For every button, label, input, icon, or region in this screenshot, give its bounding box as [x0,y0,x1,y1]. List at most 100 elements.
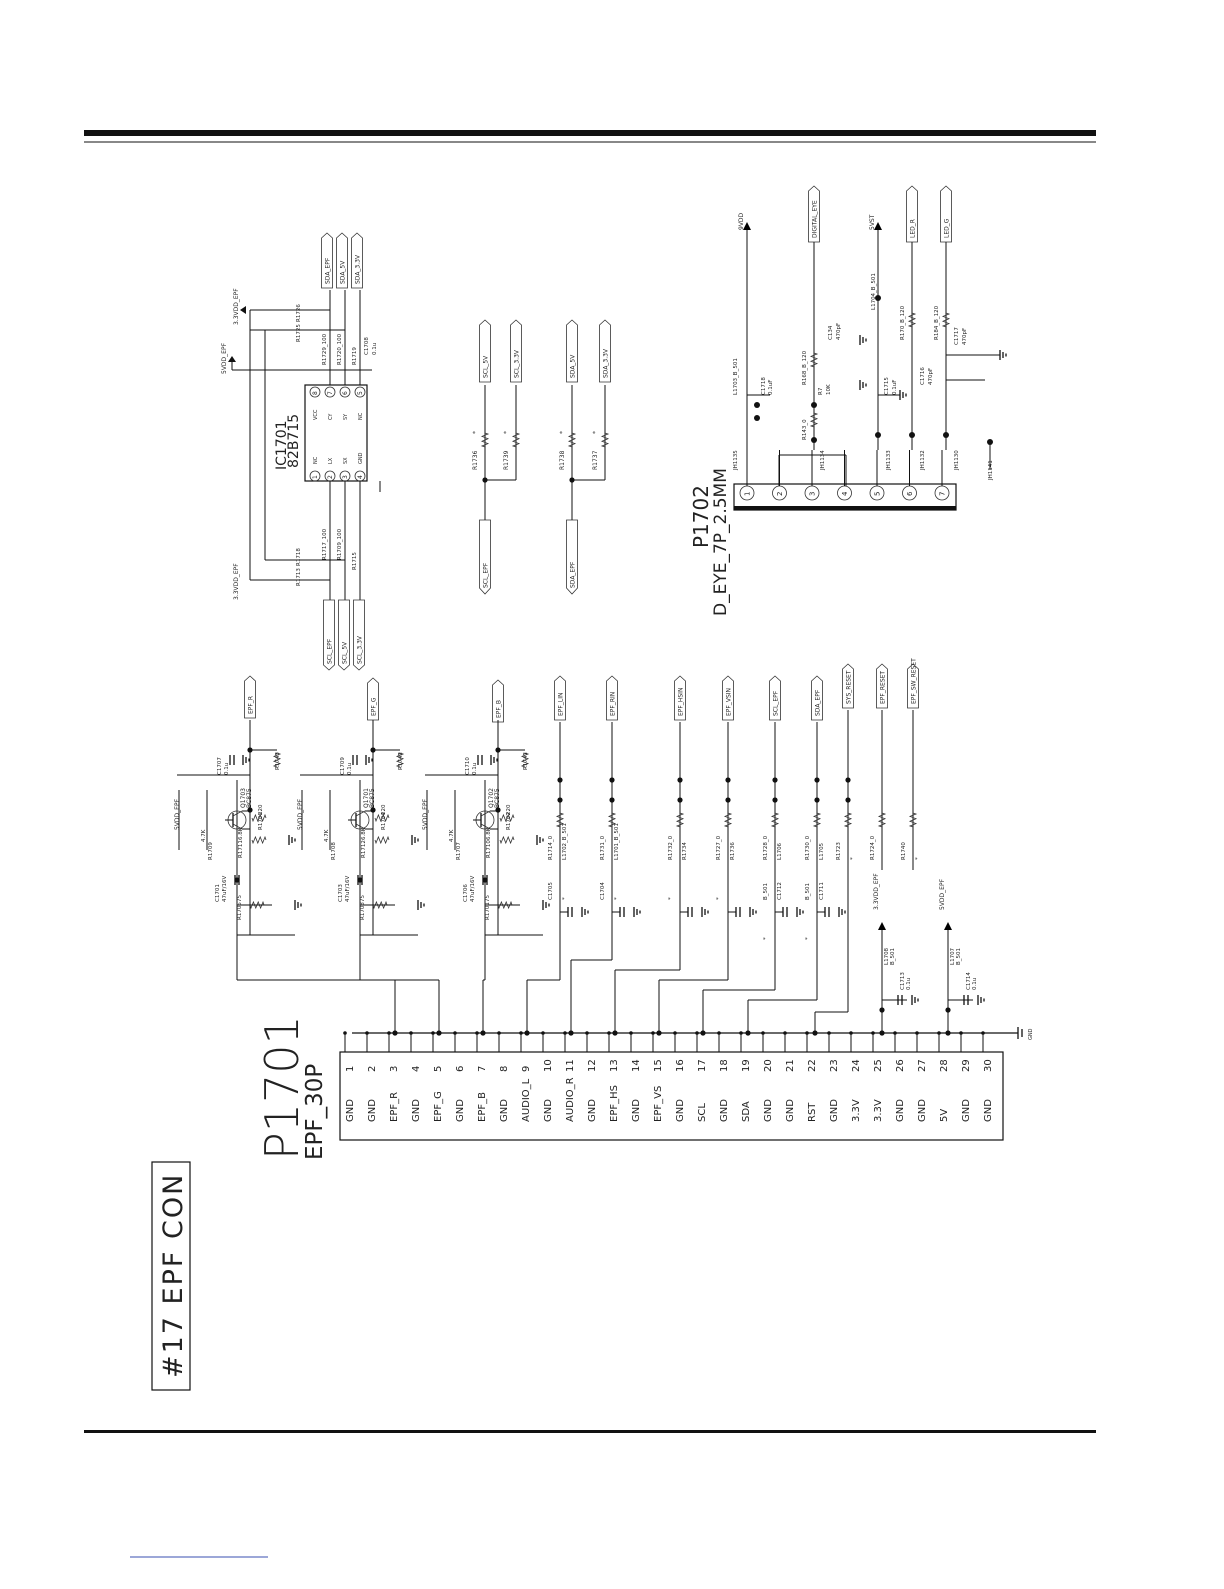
ic1701-r-top3: R1729_100 [322,333,328,365]
bus-to-tag [510,319,522,383]
supply-arrow [743,222,751,230]
net-tag-label: SCL_3.3V [514,349,521,378]
net-tag-label: EPF_RIN [610,692,617,716]
net-tag-label: EPF_R [248,696,255,714]
p1701-pin-number: 26 [895,1059,906,1072]
ic-pin-number: 5 [357,391,364,395]
junction-dot [909,432,915,438]
p1702-net-label: 5VST [869,214,876,230]
bus-resistor-value: * [592,431,599,434]
junction-dot [739,1031,743,1035]
wire [480,823,491,830]
resistor-value: 6.8K [361,827,367,840]
signal-part-label: R1730_0 [805,835,811,860]
p1701-pin-name: GND [345,1099,356,1122]
p1701-pin-number: 12 [587,1059,598,1072]
junction-dot [612,1030,618,1036]
junction-dot [357,877,363,883]
p1702-part-label: 470pF [836,323,842,340]
cap-ref: C1703 [338,884,344,902]
p1701-pin-name: GND [983,1099,994,1122]
p1702-pin-number: 6 [906,491,914,496]
net-tag-label: EPF_RESET [880,671,887,704]
junction-dot [805,1031,809,1035]
p1701-pin-number: 13 [609,1059,620,1072]
junction-dot [609,777,615,783]
ic-pin-number: 3 [342,475,349,479]
junction-dot [495,807,501,813]
junction-dot [656,1030,662,1036]
cap-value: 0.1u [906,978,912,990]
p1701-pins: 1GND2GND3EPF_R4GND5EPF_G6GND7EPF_B8GND9A… [343,1031,994,1122]
bus-from-tag [566,519,578,595]
resistor-symbol [520,752,530,768]
p1701-pin-number: 6 [455,1066,466,1072]
junction-dot [814,777,820,783]
signal-tag [769,675,781,721]
signal-part-label: L1706 [777,842,783,860]
ic1701-r-bot2: R1713 [296,568,302,586]
junction-dot [783,1031,787,1035]
bus-resistor-value: * [472,431,479,434]
p1701-pin-name: GND [367,1099,378,1122]
inductor-value: B_501 [890,948,896,965]
net-tag-label: SDA_EPF [325,257,332,284]
junction-dot [343,1031,347,1035]
ic1701-r-bot3: R1717_100 [322,528,328,560]
p1702-part-label: 470pF [928,368,934,385]
ic-pin-number: 8 [312,391,319,395]
junction-dot [609,797,615,803]
junction-dot [482,477,488,483]
p1701-pin-name: EPF_HS [609,1085,620,1122]
ic-net-bottom-tag [323,599,335,671]
ic-net-bottom-label: SCL_EPF [327,638,334,664]
cap-value: 0.1u [472,763,478,775]
ic1701-c-top: C1708 [364,337,370,355]
junction-dot [717,1031,721,1035]
p1701-pin-number: 8 [499,1066,510,1072]
p1701-pin-name: EPF_VS [653,1086,664,1122]
transistor-ref: Q1702 [488,788,495,808]
p1702-part-label: C1716 [920,367,926,385]
junction-dot [480,1030,486,1036]
p1702-pin-number: 7 [939,492,947,496]
junction-dot [754,402,760,408]
junction-dot [519,1031,523,1035]
ic-pin-name: GND [358,452,364,464]
ic-pin-number: 2 [327,475,334,479]
net-tag-label: SDA_5V [340,260,347,284]
p1701-pin-name: GND [917,1099,928,1122]
junction-dot [745,1030,751,1036]
signal-part-label: * [915,857,921,860]
wire [480,810,491,817]
p1701-pin-name: GND [829,1099,840,1122]
cap-ref: C1709 [340,757,346,775]
p1701-pin-number: 15 [653,1059,664,1072]
net-tag-label: EPF_G [371,697,378,716]
ic-pin-circle [354,386,366,398]
resistor-symbol [809,352,819,368]
junction-dot [453,1031,457,1035]
p1702-part-label: JH1132 [920,450,926,471]
p1702-part-label: 10K [826,384,832,395]
junction-dot [651,1031,655,1035]
p1701-pin-name: GND [499,1099,510,1122]
top-rule [84,130,1096,136]
p1701-connector: GND P1701 EPF_30P 1GND2GND3EPF_R4GND5EPF… [255,1015,1034,1160]
vdd-label: 5VDD_EPF [422,798,429,830]
cap-value: 47uF/16V [470,876,476,902]
resistor-ref: R1742 [398,752,404,770]
transistor-ref: Q1701 [363,788,370,808]
resistor-symbol [480,432,490,448]
resistor-symbol [675,812,685,828]
p1701-pin-name: GND [631,1099,642,1122]
resistor-symbol [600,432,610,448]
resistor-ref: R1711 [238,840,244,858]
signal-part-label: R1736 [730,842,736,860]
p1701-pin-number: 29 [961,1059,972,1072]
resistor-symbol [272,752,282,768]
